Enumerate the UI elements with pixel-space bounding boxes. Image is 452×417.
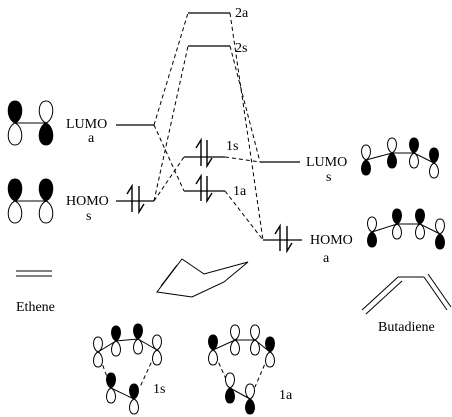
butadiene-lumo-orbital: [361, 137, 439, 179]
label-2s: 2s: [235, 41, 247, 56]
ethene-lumo-orbital: [7, 100, 54, 146]
butadiene-structure: [361, 273, 452, 315]
ethene-structure: [16, 270, 52, 277]
electrons-ethene-homo: [126, 183, 145, 215]
ring-1s-orbitals: [93, 323, 162, 415]
butadiene-name: Butadiene: [378, 320, 435, 335]
cyclohexene-structure: [156, 258, 249, 298]
label-butadiene-homo: HOMO: [310, 233, 353, 248]
corr-ethene-homo-2s: [153, 45, 189, 202]
butadiene-homo-orbital: [367, 208, 445, 250]
ring-1a-label: 1a: [279, 388, 293, 403]
label-ethene-lumo-sym: a: [88, 131, 95, 146]
corr-1a-butadiene-homo: [224, 190, 264, 241]
electrons-1a: [195, 173, 213, 204]
ethene-homo-orbital: [7, 178, 54, 224]
electrons-butadiene-homo: [274, 223, 293, 254]
ring-1s-label: 1s: [153, 382, 165, 397]
corr-2s-butadiene-lumo: [229, 45, 261, 163]
label-ethene-homo: HOMO: [66, 194, 109, 209]
label-ethene-homo-sym: s: [86, 209, 91, 224]
label-butadiene-homo-sym: a: [323, 251, 330, 266]
corr-1s-butadiene-lumo: [224, 156, 261, 163]
label-butadiene-lumo: LUMO: [306, 155, 347, 170]
corr-ethene-lumo-2a: [153, 12, 189, 126]
corr-2a-butadiene-homo: [229, 12, 264, 241]
corr-ethene-lumo-1a: [153, 124, 185, 192]
label-ethene-lumo: LUMO: [66, 117, 107, 132]
electrons-1s: [195, 137, 213, 169]
label-butadiene-lumo-sym: s: [326, 170, 331, 185]
ring-1a-orbitals: [208, 324, 275, 415]
label-1a: 1a: [233, 184, 247, 199]
ethene-name: Ethene: [16, 300, 55, 315]
label-1s: 1s: [226, 139, 238, 154]
label-2a: 2a: [235, 6, 249, 21]
corr-ethene-homo-1s: [153, 156, 185, 202]
